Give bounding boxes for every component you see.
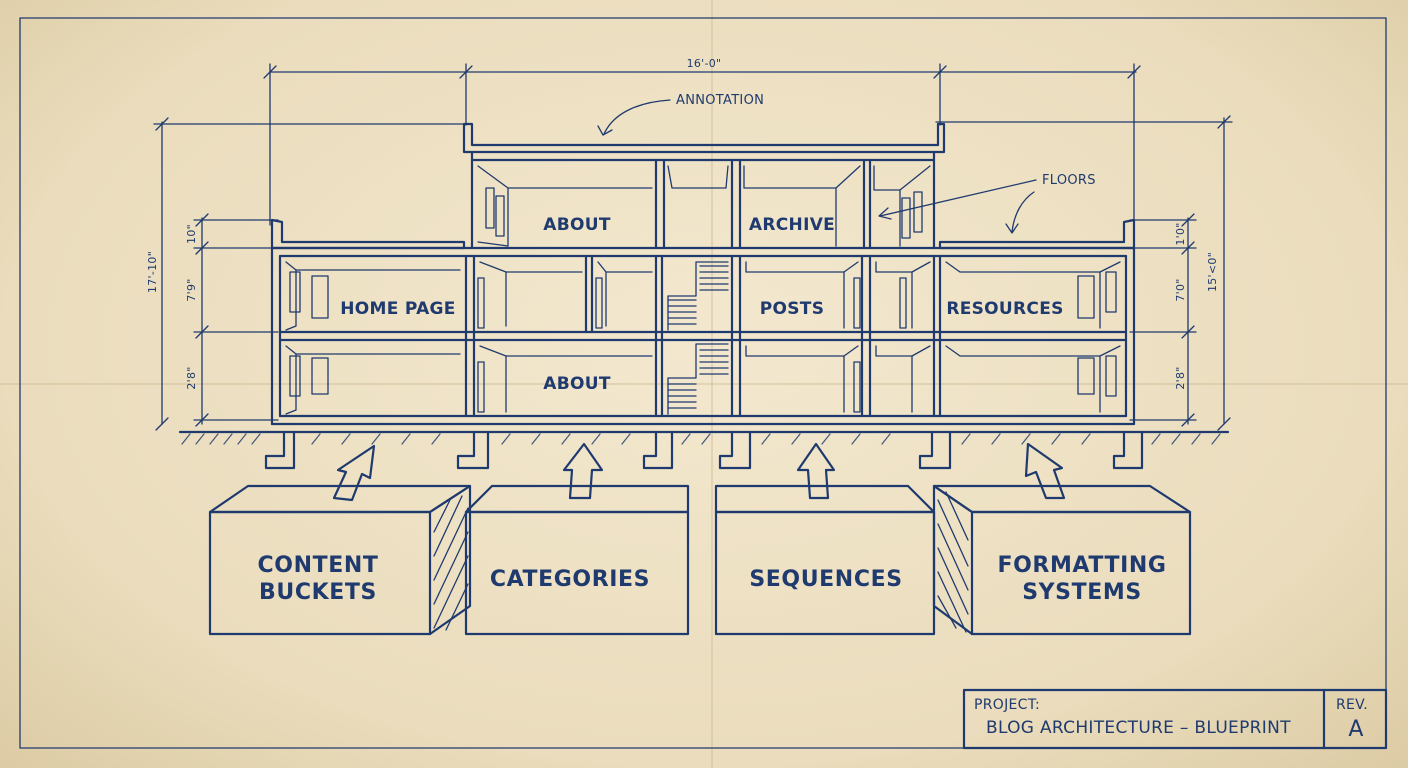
floors-label: FLOORS <box>1042 173 1096 188</box>
foundation-box-formatting-systems <box>932 484 1192 636</box>
ground-and-footings <box>178 430 1230 470</box>
foundation-box-sequences <box>714 484 936 636</box>
room-label-mid-left: HOME PAGE <box>340 299 455 319</box>
room-label-mid-right: RESOURCES <box>946 299 1063 319</box>
room-label-mid-center: POSTS <box>760 299 825 319</box>
dim-left-seg-1: 10" <box>185 224 198 244</box>
foundation-label-4-line1: FORMATTING <box>997 553 1166 578</box>
sheet-border <box>19 17 1387 749</box>
foundation-box-categories <box>464 484 690 636</box>
title-block-project-name: BLOG ARCHITECTURE – BLUEPRINT <box>986 718 1291 738</box>
dim-left-height-label: 17'-10" <box>146 251 159 293</box>
title-block-rev-value: A <box>1348 717 1363 742</box>
room-interiors <box>285 165 1121 415</box>
floors-arrow-left-head <box>878 207 892 220</box>
dim-right-seg-1: 1'0" <box>1174 222 1187 245</box>
windows <box>289 187 1117 413</box>
room-label-top-left: ABOUT <box>543 215 611 235</box>
foundation-box-content-buckets <box>208 484 472 636</box>
dim-left-seg-2: 7'9" <box>185 278 198 301</box>
annotation-arrow <box>603 99 671 135</box>
title-block-rev-label: REV. <box>1336 697 1368 713</box>
dimension-lines <box>153 63 1233 431</box>
building-section <box>270 122 1136 426</box>
title-block <box>962 688 1388 750</box>
foundation-label-4-line2: SYSTEMS <box>1022 580 1142 605</box>
foundation-label-1-line2: BUCKETS <box>259 580 377 605</box>
foundation-label-1-line1: CONTENT <box>258 553 379 578</box>
dim-left-seg-3: 2'8" <box>185 366 198 389</box>
foundation-label-2: CATEGORIES <box>490 567 650 592</box>
floors-arrow-down <box>1011 191 1035 233</box>
floors-arrow-down-head <box>1005 223 1019 234</box>
dim-width-label: 16'-0" <box>687 57 722 70</box>
annotation-label: ANNOTATION <box>676 93 764 108</box>
floors-arrow-left <box>879 179 1037 217</box>
foundation-label-3: SEQUENCES <box>749 567 902 592</box>
dim-right-height-label: 15'<0" <box>1206 252 1219 292</box>
up-arrows <box>332 442 1066 502</box>
dim-right-seg-3: 2'8" <box>1174 366 1187 389</box>
title-block-project-label: PROJECT: <box>974 697 1040 713</box>
staircase <box>667 261 729 415</box>
room-label-top-right: ARCHIVE <box>749 215 835 235</box>
annotation-arrow-head <box>597 125 613 136</box>
room-label-bottom-center: ABOUT <box>543 374 611 394</box>
dim-right-seg-2: 7'0" <box>1174 278 1187 301</box>
ground-hatching <box>181 433 1221 445</box>
